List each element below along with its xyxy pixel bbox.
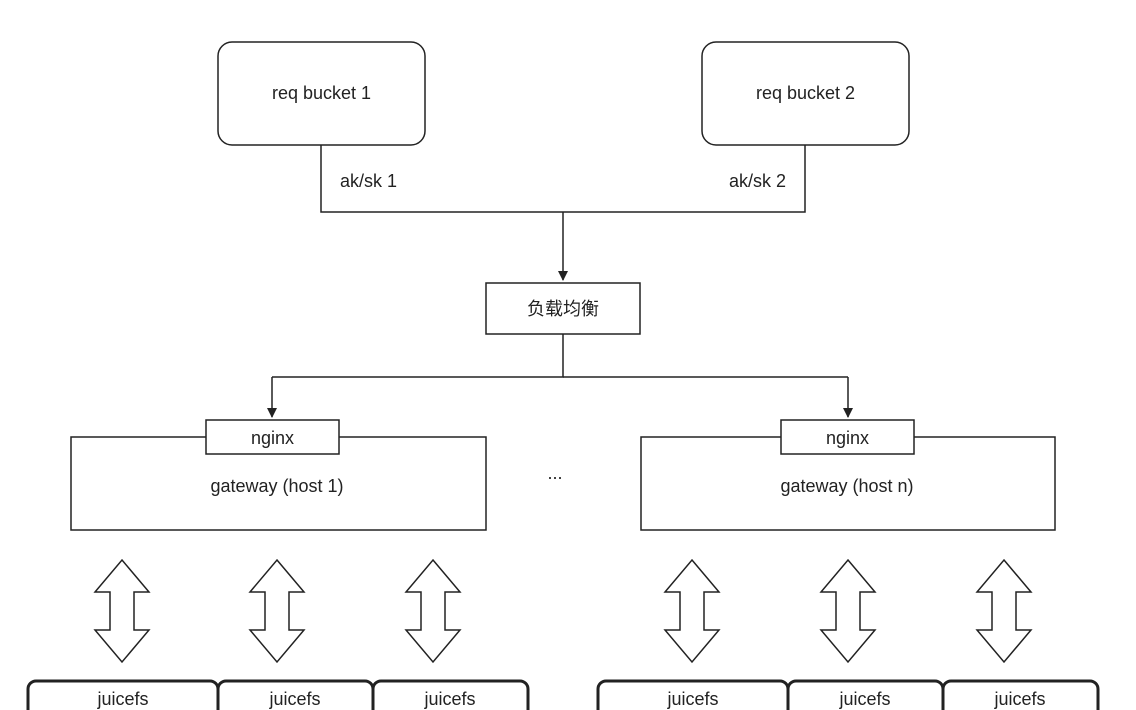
bidirectional-arrows — [93, 558, 1033, 664]
nginx-1-box — [205, 419, 340, 455]
storage-node-label: juicefs — [993, 689, 1045, 709]
bidirectional-arrow-icon — [663, 558, 721, 664]
req-bucket-2-label: req bucket 2 — [756, 83, 855, 103]
credential-2-label: ak/sk 2 — [729, 171, 786, 191]
load-balancer-box — [485, 282, 641, 335]
storage-group-right: juicefs juicefs juicefs — [596, 679, 1100, 710]
storage-node-box — [371, 679, 530, 710]
load-balancer-label: 负载均衡 — [527, 299, 599, 319]
nginx-1-label: nginx — [251, 428, 294, 448]
req-bucket-1-label: req bucket 1 — [272, 83, 371, 103]
storage-node-label: juicefs — [838, 689, 890, 709]
gateway-host-n-label: gateway (host n) — [780, 476, 913, 496]
storage-node-label: juicefs — [96, 689, 148, 709]
bidirectional-arrow-icon — [819, 558, 877, 664]
credential-1-label: ak/sk 1 — [340, 171, 397, 191]
bidirectional-arrow-icon — [93, 558, 151, 664]
gateway-host-1-label: gateway (host 1) — [210, 476, 343, 496]
nginx-n-box — [780, 419, 915, 455]
bidirectional-arrow-icon — [404, 558, 462, 664]
ellipsis-label: ... — [547, 463, 562, 483]
gateway-split-connector — [272, 334, 564, 378]
storage-node-box — [941, 679, 1100, 710]
storage-node-label: juicefs — [666, 689, 718, 709]
bidirectional-arrow-icon — [975, 558, 1033, 664]
storage-node-label: juicefs — [268, 689, 320, 709]
storage-node-label: juicefs — [423, 689, 475, 709]
bidirectional-arrow-icon — [248, 558, 306, 664]
storage-group-left: juicefs juicefs juicefs — [26, 679, 530, 710]
nginx-n-label: nginx — [826, 428, 869, 448]
